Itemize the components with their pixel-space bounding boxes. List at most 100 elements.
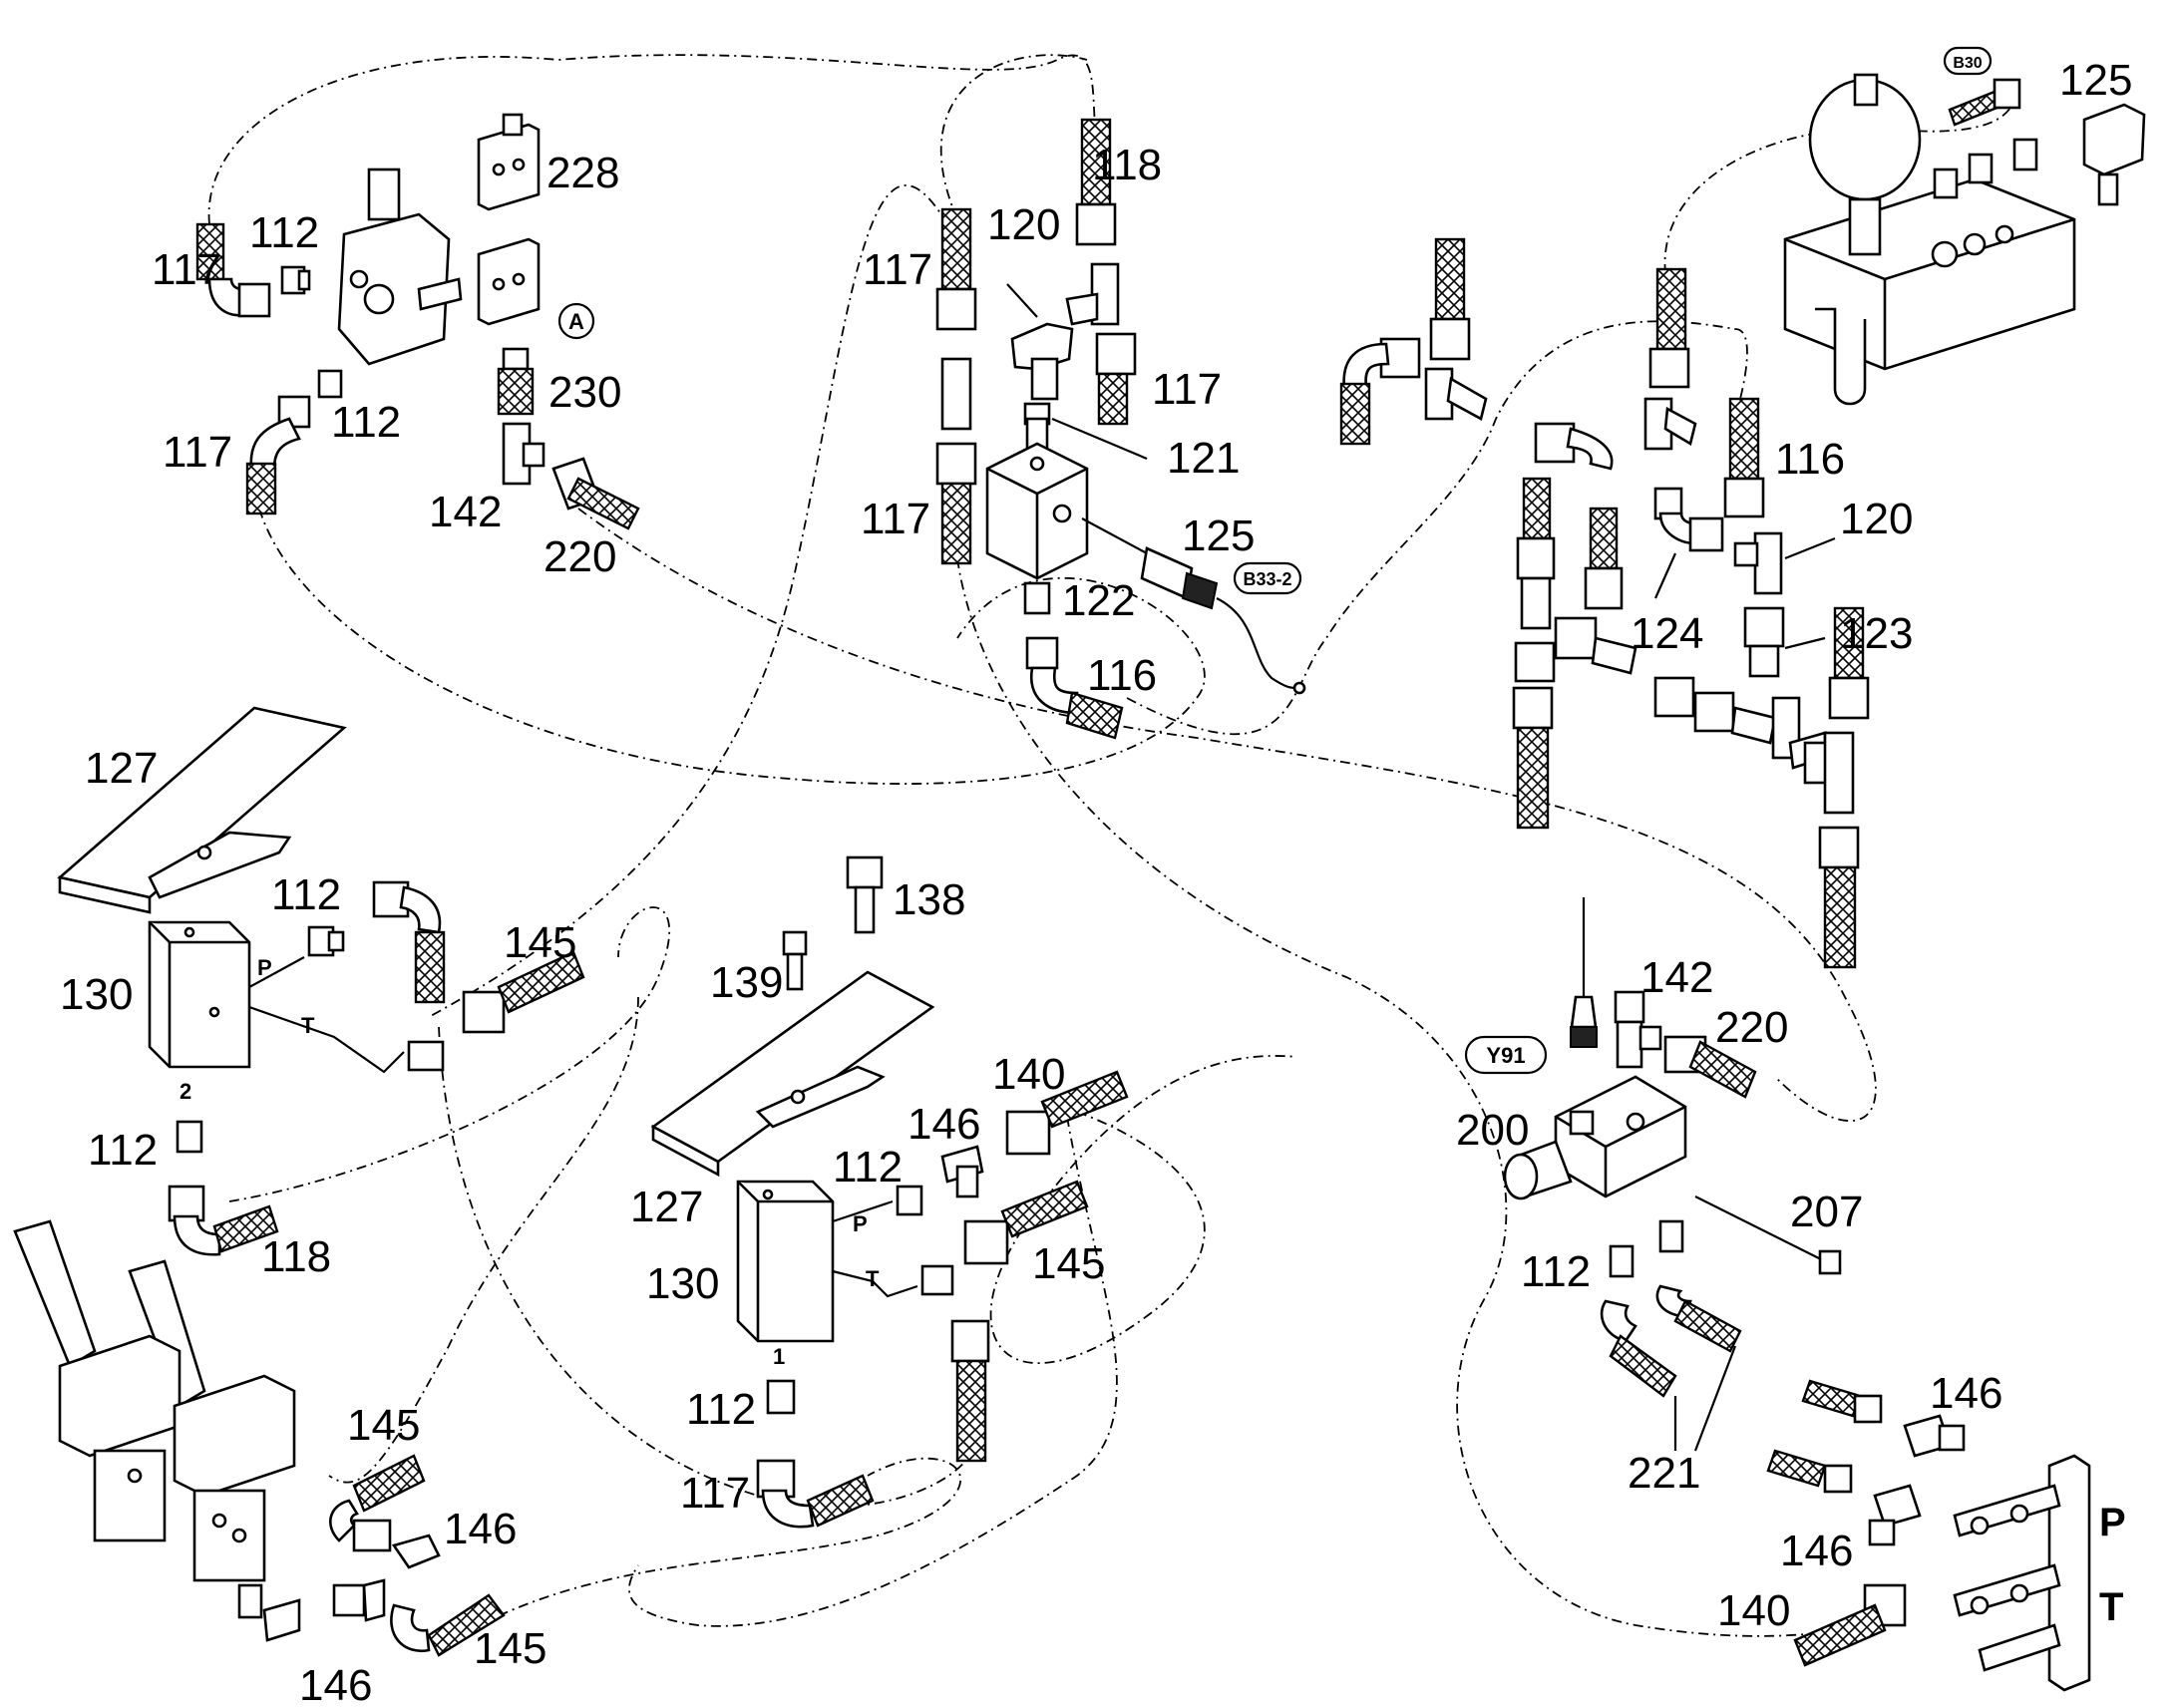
block-228 xyxy=(477,113,541,211)
hose-116-right xyxy=(1723,397,1765,518)
fitting-112-center-bottom xyxy=(766,1379,796,1415)
tee-120-right xyxy=(1733,531,1783,595)
valve-130-left xyxy=(148,920,251,1069)
label-228: 228 xyxy=(546,149,619,197)
sensor-125-right xyxy=(2082,103,2146,206)
leader-lines xyxy=(1006,283,1836,650)
label-145: 145 xyxy=(1032,1239,1105,1288)
hoses-221 xyxy=(1600,1284,1742,1452)
label-200: 200 xyxy=(1456,1106,1529,1155)
label-221: 221 xyxy=(1628,1449,1700,1498)
hose-146-right-upper xyxy=(1801,1379,1883,1424)
label-122: 122 xyxy=(1062,576,1135,625)
hose-b30 xyxy=(1948,78,2021,127)
accumulator-manifold xyxy=(1783,73,2076,406)
hose-center-vertical xyxy=(950,1319,990,1463)
label-118: 118 xyxy=(261,1232,331,1281)
label-112: 112 xyxy=(1521,1247,1591,1296)
label-120: 120 xyxy=(987,200,1060,249)
port-t-left: T xyxy=(301,1013,315,1038)
label-112: 112 xyxy=(88,1126,158,1175)
svg-text:B33-2: B33-2 xyxy=(1243,569,1291,589)
fitting-pedal-left-t xyxy=(407,1040,445,1072)
label-117: 117 xyxy=(152,245,221,294)
label-145: 145 xyxy=(504,918,576,967)
label-130: 130 xyxy=(60,970,133,1019)
label-145: 145 xyxy=(347,1401,420,1450)
hose-right-top-a xyxy=(1429,237,1471,361)
label-142: 142 xyxy=(1640,953,1713,1002)
tee-right-b xyxy=(1643,397,1697,451)
port-p-center: P xyxy=(853,1211,868,1236)
fitting-112-b xyxy=(317,369,343,399)
elbow-116-center xyxy=(1025,636,1124,740)
label-127: 127 xyxy=(85,744,158,793)
fitting-122 xyxy=(1023,581,1051,615)
tee-right-a xyxy=(1424,367,1488,421)
elbow-117-center-bottom xyxy=(756,1459,875,1529)
label-125: 125 xyxy=(2059,56,2132,105)
label-112: 112 xyxy=(331,398,401,447)
hose-117-center-top xyxy=(935,207,977,331)
cable-y91 xyxy=(1570,897,1598,1048)
port-t-center: T xyxy=(866,1266,880,1291)
label-120: 120 xyxy=(1840,495,1913,543)
control-valve-block xyxy=(337,168,463,366)
label-230: 230 xyxy=(548,368,621,417)
label-145: 145 xyxy=(474,1624,546,1673)
label-123: 123 xyxy=(1840,609,1913,658)
label-117: 117 xyxy=(163,428,232,477)
label-146: 146 xyxy=(444,1505,517,1553)
label-146: 146 xyxy=(1780,1527,1853,1575)
valve-center-ports xyxy=(832,1199,918,1298)
label-140: 140 xyxy=(992,1050,1065,1099)
hose-146-right-lower xyxy=(1766,1449,1853,1494)
svg-text:Y91: Y91 xyxy=(1486,1043,1525,1068)
label-140: 140 xyxy=(1717,1586,1790,1635)
tee-146-right-lower xyxy=(1868,1484,1922,1546)
hose-220-right xyxy=(1663,1035,1757,1099)
connector-tag-a: A xyxy=(557,302,595,340)
label-117: 117 xyxy=(863,245,932,294)
label-117: 117 xyxy=(680,1469,750,1518)
tee-146-center xyxy=(940,1145,984,1198)
label-220: 220 xyxy=(544,532,616,581)
port-p-left: P xyxy=(257,955,272,980)
fitting-230 xyxy=(497,347,535,416)
tee-146-right-upper xyxy=(1903,1414,1966,1458)
port-labels: P T 2 P T 1 P T xyxy=(180,955,2126,1629)
bolt-139 xyxy=(782,930,808,991)
elbow-right-mid xyxy=(1534,422,1614,471)
pedal-127-left xyxy=(57,706,347,914)
label-146: 146 xyxy=(299,1661,372,1708)
label-116: 116 xyxy=(1775,435,1845,484)
elbow-pedal-left xyxy=(372,880,446,1004)
label-146: 146 xyxy=(908,1100,980,1149)
label-112: 112 xyxy=(249,208,319,257)
label-112: 112 xyxy=(271,870,341,919)
fitting-112-pedal-left-p xyxy=(307,925,345,957)
port-2-left: 2 xyxy=(180,1079,191,1104)
fitting-112-left-bottom xyxy=(176,1120,203,1154)
elbow-118-left xyxy=(168,1185,279,1256)
elbow-117-lower-left xyxy=(245,395,311,515)
label-118: 118 xyxy=(1092,141,1162,189)
label-207: 207 xyxy=(1790,1188,1863,1236)
hose-right-top-b xyxy=(1648,267,1690,389)
valve-130-center xyxy=(736,1180,835,1343)
bolt-138 xyxy=(846,855,884,934)
connector-tag-b30: B30 xyxy=(1943,46,1993,76)
label-130: 130 xyxy=(646,1259,719,1308)
label-142: 142 xyxy=(429,488,502,536)
elbow-145-lower xyxy=(390,1593,506,1657)
fitting-112-center-p xyxy=(896,1185,923,1216)
elbow-117-upper-left xyxy=(195,222,271,318)
label-124: 124 xyxy=(1631,609,1703,658)
label-117: 117 xyxy=(1152,365,1222,414)
label-138: 138 xyxy=(893,875,965,924)
bolt-207 xyxy=(1694,1196,1842,1275)
hose-145-left xyxy=(462,950,585,1034)
fitting-121 xyxy=(1023,402,1051,451)
pedal-127-center xyxy=(650,970,935,1178)
